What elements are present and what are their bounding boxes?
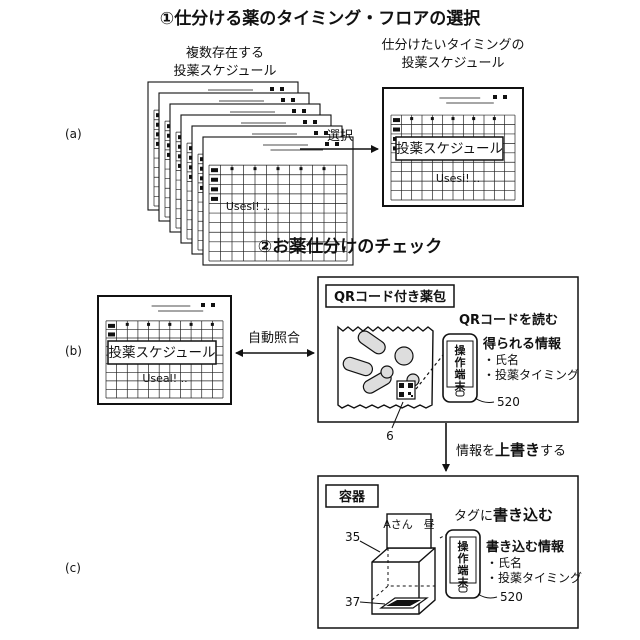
stacked-sheet-6-cell-dot — [323, 167, 326, 170]
info-heading: 得られる情報 — [482, 336, 562, 352]
tag-write-label: タグに書き込む — [454, 506, 553, 524]
stacked-sheet-3-header-dot — [292, 109, 296, 113]
panel-b-sheet-scribble: Useal! .. — [142, 372, 187, 385]
panel-b-sheet-grid-cell-dot — [168, 323, 171, 326]
qr-read-label: QRコードを読む — [459, 312, 558, 328]
overwrite-label: 情報を上書きする — [456, 441, 566, 459]
qr-packet-title: QRコード付き薬包 — [334, 289, 446, 305]
panel-label-c: (c) — [65, 561, 81, 575]
auto-match-label: 自動照合 — [248, 331, 300, 346]
qr-code — [397, 381, 415, 399]
write-info-item-2: ・投薬タイミング — [486, 570, 582, 585]
write-info-item-1: ・氏名 — [486, 555, 522, 570]
panel-b-sheet-grid-cell-dot — [190, 323, 193, 326]
phone-bottom-char-4: 末 — [457, 575, 470, 589]
stacked-sheet-6-row-marker — [211, 178, 218, 182]
section1-title: ①仕分ける薬のタイミング・フロアの選択 — [160, 8, 481, 29]
select-arrow-label: 選択 — [327, 129, 353, 144]
panel-b-sheet-grid-cell-dot — [147, 323, 150, 326]
selected-sheet-grid-header-dot — [493, 95, 497, 99]
panel-b-sheet-grid-header-dot — [211, 303, 215, 307]
info-item-2: ・投薬タイミング — [483, 367, 579, 382]
panel-b-sheet-grid-header-dot — [201, 303, 205, 307]
phone-bottom-char-3: 端 — [458, 563, 469, 577]
medicine-packet — [338, 327, 433, 408]
stacked-sheet-2-header-dot — [291, 98, 295, 102]
selected-sheet-grid-header-dot — [503, 95, 507, 99]
selected-sheet-grid-cell-dot — [452, 117, 455, 120]
selected-sheet-grid-cell-dot — [493, 117, 496, 120]
selected-schedule-label: 投薬スケジュール — [396, 141, 503, 157]
left-caption-line1: 複数存在する — [186, 45, 264, 61]
right-caption-line2: 投薬スケジュール — [401, 55, 504, 71]
phone-bottom-char-1: 操 — [458, 539, 470, 553]
stacked-sheet-6-cell-dot — [300, 167, 303, 170]
write-info-heading: 書き込む情報 — [486, 539, 565, 555]
phone-top-char-2: 作 — [455, 355, 466, 369]
section2-title: ②お薬仕分けのチェック — [258, 236, 442, 257]
stacked-sheet-6-row-marker — [211, 187, 218, 191]
phone-top-ref: 520 — [497, 395, 520, 409]
phone-top-char-3: 端 — [455, 367, 466, 381]
selected-sheet-grid-row-marker — [393, 118, 400, 122]
stacked-sheet-5-header-dot — [314, 131, 318, 135]
container-title: 容器 — [338, 489, 366, 505]
phone-bottom-ref: 520 — [500, 590, 523, 604]
right-caption-line1: 仕分けたいタイミングの — [381, 38, 524, 53]
stacked-sheet-4-header-dot — [303, 120, 307, 124]
selected-sheet-grid-cell-dot — [431, 117, 434, 120]
packet-ref: 6 — [386, 429, 394, 443]
panel-b-schedule-label: 投薬スケジュール — [108, 345, 215, 361]
selected-sheet-scribble: Usesi! .. — [436, 172, 480, 185]
stacked-sheet-6-row-marker — [211, 197, 218, 201]
panel-label-a: (a) — [65, 127, 82, 141]
selected-sheet-grid-cell-dot — [410, 117, 413, 120]
stacked-sheet-1-header-dot — [280, 87, 284, 91]
panel-b-sheet-grid-row-marker — [108, 324, 115, 328]
stacked-sheet-6-cell-dot — [254, 167, 257, 170]
stacked-sheet-3-header-dot — [302, 109, 306, 113]
stacked-sheet-6-row-marker — [211, 168, 218, 172]
panel-b-sheet-grid-cell-dot — [126, 323, 129, 326]
tag-ref: 37 — [345, 595, 360, 609]
stacked-sheet-4-header-dot — [313, 120, 317, 124]
phone-top-char-4: 末 — [454, 379, 467, 393]
info-item-1: ・氏名 — [483, 352, 519, 367]
tablet-pill-1 — [395, 347, 413, 365]
panel-b-sheet-grid-cell-dot — [211, 323, 214, 326]
phone-top-char-1: 操 — [455, 343, 467, 357]
phone-bottom-char-2: 作 — [458, 551, 469, 565]
tablet-pill-2 — [381, 366, 393, 378]
panel-b-sheet-grid-row-marker — [108, 332, 115, 336]
stacked-sheet-2-header-dot — [281, 98, 285, 102]
stacked-sheet-6-cell-dot — [277, 167, 280, 170]
left-caption-line2: 投薬スケジュール — [173, 63, 276, 79]
stacked-sheet-6-cell-dot — [231, 167, 234, 170]
stack-sheet-scribble: Usesi! .. — [226, 200, 270, 213]
name-plate: Aさん 昼 — [383, 518, 435, 531]
stacked-sheet-1-header-dot — [270, 87, 274, 91]
selected-sheet-grid-cell-dot — [472, 117, 475, 120]
container-ref: 35 — [345, 530, 360, 544]
selected-sheet-grid-row-marker — [393, 128, 400, 132]
panel-label-b: (b) — [65, 344, 82, 358]
